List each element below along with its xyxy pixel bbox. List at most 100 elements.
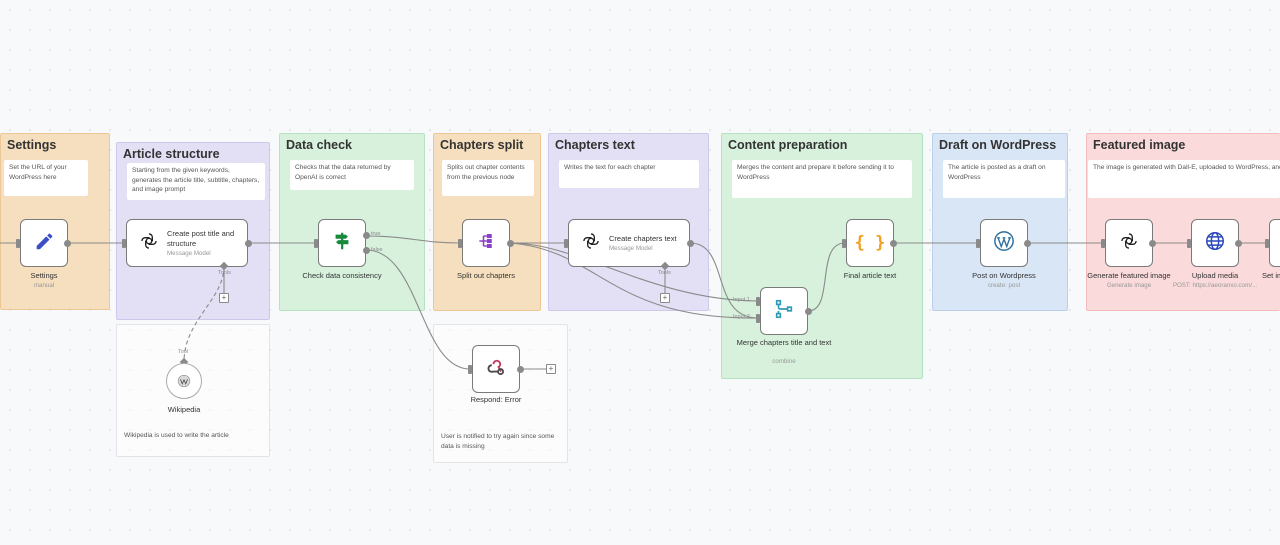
webhook-icon bbox=[486, 357, 506, 382]
sticky-description: The article is posted as a draft on Word… bbox=[943, 160, 1065, 198]
globe-icon bbox=[1204, 230, 1226, 257]
input-handle[interactable] bbox=[16, 239, 20, 248]
sticky-data-check[interactable]: Data check Checks that the data returned… bbox=[279, 133, 425, 311]
sticky-description: Writes the text for each chapter bbox=[559, 160, 699, 188]
node-split-chapters[interactable] bbox=[462, 219, 510, 267]
sticky-description: Wikipedia is used to write the article bbox=[124, 432, 229, 439]
output-handle-true[interactable] bbox=[363, 232, 370, 239]
input-handle[interactable] bbox=[314, 239, 318, 248]
output-handle[interactable] bbox=[507, 240, 514, 247]
node-create-chapters-text[interactable]: Create chapters text Message Model bbox=[568, 219, 690, 267]
sticky-description: The image is generated with Dall-E, uplo… bbox=[1088, 160, 1280, 198]
sticky-description: Set the URL of your WordPress here bbox=[4, 160, 88, 196]
openai-icon bbox=[1119, 231, 1139, 256]
node-label: Wikipedia bbox=[167, 405, 201, 414]
sticky-description: User is notified to try again since some… bbox=[441, 433, 555, 450]
sticky-title: Settings bbox=[7, 138, 57, 152]
node-create-post-title[interactable]: Create post title and structure Message … bbox=[126, 219, 248, 267]
node-respond-error[interactable] bbox=[472, 345, 520, 393]
sticky-description: Checks that the data returned by OpenAI … bbox=[290, 160, 414, 190]
node-set-image[interactable] bbox=[1269, 219, 1280, 267]
node-title: Create chapters text bbox=[609, 233, 677, 243]
node-generate-image[interactable] bbox=[1105, 219, 1153, 267]
input-handle[interactable] bbox=[458, 239, 462, 248]
add-node-button[interactable]: + bbox=[546, 364, 556, 374]
node-sublabel: Generate image bbox=[1106, 282, 1152, 289]
port-label: Tools bbox=[218, 270, 231, 276]
port-label: true bbox=[371, 231, 381, 237]
node-settings[interactable] bbox=[20, 219, 68, 267]
input-handle[interactable] bbox=[468, 365, 472, 374]
node-label: Generate featured image bbox=[1087, 271, 1171, 280]
node-subtitle: Message Model bbox=[609, 245, 653, 253]
node-sublabel: POST: https://aeoranxo.com/... bbox=[1172, 282, 1258, 289]
add-tool-button[interactable]: + bbox=[660, 293, 670, 303]
node-label: Post on Wordpress bbox=[972, 271, 1036, 280]
node-sublabel: manual bbox=[33, 282, 55, 289]
sticky-title: Content preparation bbox=[728, 138, 848, 152]
port-label: false bbox=[371, 247, 383, 253]
sticky-settings[interactable]: Settings Set the URL of your WordPress h… bbox=[0, 133, 110, 310]
node-sublabel: combine bbox=[772, 358, 796, 365]
node-final-article-text[interactable]: { } bbox=[846, 219, 894, 267]
sticky-title: Article structure bbox=[123, 147, 220, 161]
output-handle[interactable] bbox=[517, 366, 524, 373]
node-subtitle: Message Model bbox=[167, 249, 211, 257]
split-out-icon bbox=[476, 231, 496, 256]
pencil-icon bbox=[33, 230, 55, 257]
node-label: Set image bbox=[1262, 271, 1280, 280]
output-handle[interactable] bbox=[687, 240, 694, 247]
sticky-title: Featured image bbox=[1093, 138, 1186, 152]
signpost-icon bbox=[331, 230, 353, 257]
input-handle-2[interactable] bbox=[756, 314, 760, 323]
node-post-wordpress[interactable] bbox=[980, 219, 1028, 267]
node-label: Settings bbox=[30, 271, 58, 280]
input-handle[interactable] bbox=[1265, 239, 1269, 248]
sticky-description: Merges the content and prepare it before… bbox=[732, 160, 912, 198]
node-label: Upload media bbox=[1191, 271, 1239, 280]
node-label: Check data consistency bbox=[302, 271, 382, 280]
input-handle[interactable] bbox=[122, 239, 126, 248]
output-handle[interactable] bbox=[64, 240, 71, 247]
output-handle[interactable] bbox=[245, 240, 252, 247]
braces-icon: { } bbox=[854, 233, 886, 253]
port-label: Input 2 bbox=[733, 314, 750, 320]
port-label: Input 1 bbox=[733, 297, 750, 303]
sticky-title: Chapters text bbox=[555, 138, 635, 152]
input-handle[interactable] bbox=[1101, 239, 1105, 248]
node-label: Merge chapters title and text bbox=[736, 338, 832, 347]
node-label: Respond: Error bbox=[470, 395, 522, 404]
output-handle[interactable] bbox=[1235, 240, 1242, 247]
openai-icon bbox=[139, 231, 159, 256]
output-handle[interactable] bbox=[805, 308, 812, 315]
node-label: Final article text bbox=[843, 271, 897, 280]
add-tool-button[interactable]: + bbox=[219, 293, 229, 303]
output-handle[interactable] bbox=[1149, 240, 1156, 247]
output-handle[interactable] bbox=[1024, 240, 1031, 247]
node-wikipedia[interactable] bbox=[166, 363, 202, 399]
port-label: Tool bbox=[178, 349, 189, 355]
sticky-title: Draft on WordPress bbox=[939, 138, 1057, 152]
input-handle[interactable] bbox=[564, 239, 568, 248]
sticky-description: Splits out chapter contents from the pre… bbox=[442, 160, 534, 196]
node-label: Split out chapters bbox=[457, 271, 515, 280]
node-upload-media[interactable] bbox=[1191, 219, 1239, 267]
sticky-title: Chapters split bbox=[440, 138, 524, 152]
openai-icon bbox=[581, 231, 601, 256]
output-handle[interactable] bbox=[890, 240, 897, 247]
input-handle[interactable] bbox=[842, 239, 846, 248]
input-handle[interactable] bbox=[976, 239, 980, 248]
output-handle-false[interactable] bbox=[363, 247, 370, 254]
merge-icon bbox=[773, 298, 795, 325]
wordpress-icon bbox=[993, 230, 1015, 257]
node-sublabel: create: post bbox=[987, 282, 1021, 289]
node-check-data[interactable] bbox=[318, 219, 366, 267]
sticky-title: Data check bbox=[286, 138, 353, 152]
node-title: Create post title and structure bbox=[167, 229, 235, 248]
input-handle[interactable] bbox=[1187, 239, 1191, 248]
wikipedia-icon bbox=[177, 374, 191, 393]
port-label: Tools bbox=[658, 270, 671, 276]
node-merge[interactable] bbox=[760, 287, 808, 335]
sticky-description: Starting from the given keywords, genera… bbox=[127, 163, 265, 200]
input-handle-1[interactable] bbox=[756, 297, 760, 306]
